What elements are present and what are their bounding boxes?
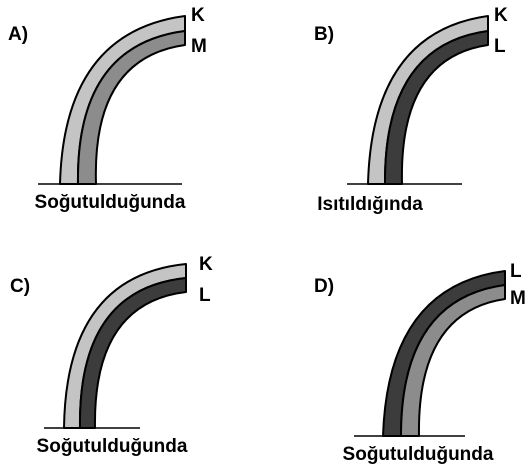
option-c-letter: C) [10, 276, 30, 297]
option-a-inner-label: M [191, 36, 207, 57]
option-d-outer-label: L [510, 261, 522, 282]
option-c-caption: Soğutulduğunda [37, 436, 188, 457]
option-d-inner-strip [400, 284, 506, 437]
option-b-inner-strip [383, 30, 489, 185]
option-d-caption: Soğutulduğunda [343, 444, 494, 465]
option-a-outer-label: K [191, 5, 205, 26]
option-c: C) K L Soğutulduğunda [10, 254, 213, 457]
option-b-inner-label: L [494, 36, 506, 57]
option-a-inner-strip [76, 30, 186, 185]
option-c-outer-label: K [199, 254, 213, 275]
option-d-letter: D) [314, 276, 334, 297]
option-c-inner-strip [78, 277, 187, 429]
option-a: A) K M Soğutulduğunda [8, 5, 207, 213]
option-a-caption: Soğutulduğunda [35, 192, 186, 213]
option-a-letter: A) [8, 24, 28, 45]
option-c-inner-label: L [199, 285, 211, 306]
option-b-caption: Isıtıldığında [317, 194, 423, 215]
option-b-letter: B) [314, 24, 334, 45]
option-b-outer-label: K [494, 5, 508, 26]
option-d: D) L M Soğutulduğunda [314, 261, 526, 465]
option-b: B) K L Isıtıldığında [314, 5, 508, 215]
option-d-inner-label: M [510, 288, 526, 309]
